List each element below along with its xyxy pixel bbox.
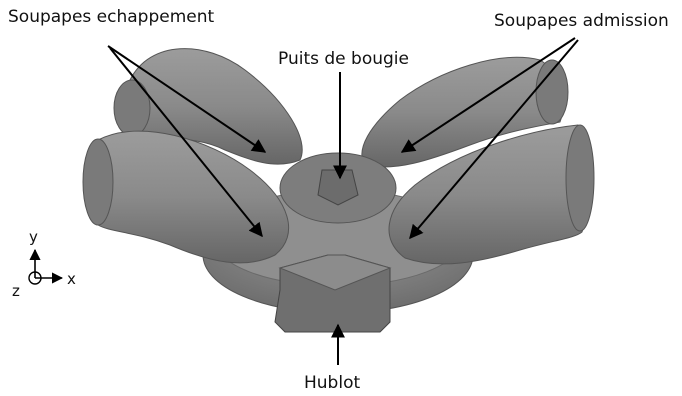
label-exhaust-valves: Soupapes echappement bbox=[8, 7, 215, 27]
axis-y-label: y bbox=[29, 228, 38, 246]
spark-plug-well-shape bbox=[280, 153, 396, 223]
label-window: Hublot bbox=[304, 373, 360, 393]
window-shape bbox=[275, 255, 390, 332]
coordinate-axes: y x z bbox=[12, 228, 76, 300]
axis-z-label: z bbox=[12, 282, 20, 300]
label-spark-plug-well: Puits de bougie bbox=[278, 49, 409, 69]
label-intake-valves: Soupapes admission bbox=[494, 11, 669, 31]
axis-x-label: x bbox=[67, 270, 76, 288]
